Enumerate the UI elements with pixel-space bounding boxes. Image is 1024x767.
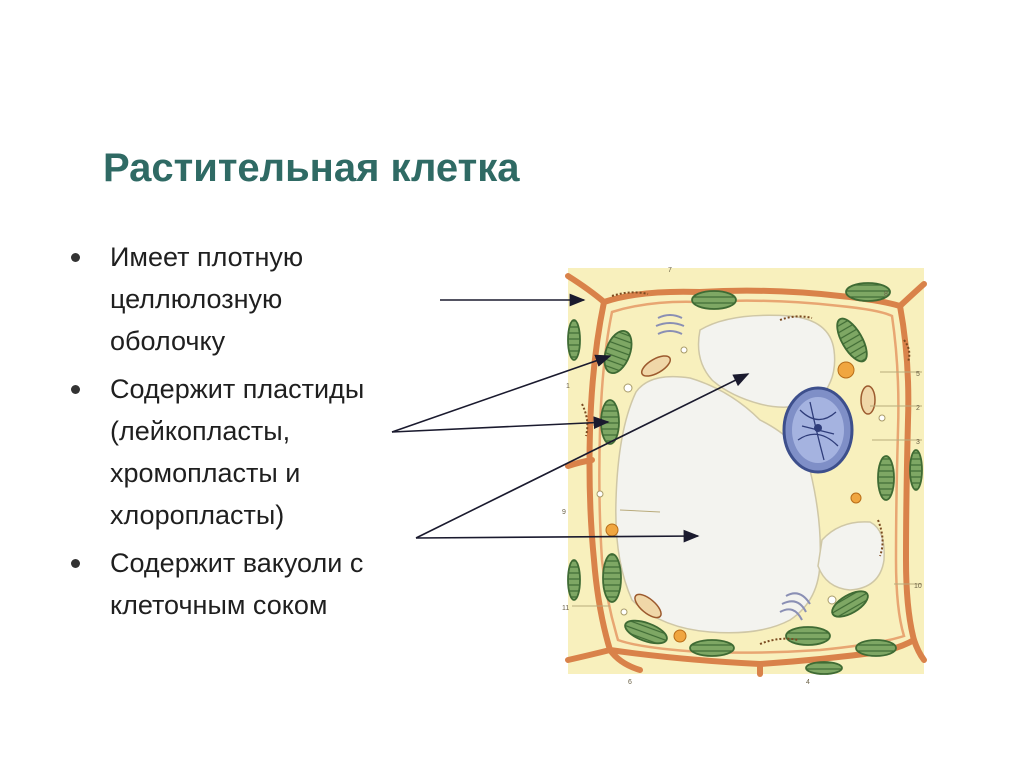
- bullet-text-line: Содержит пластиды: [110, 374, 365, 404]
- arrow-vacuole-central: [415, 529, 700, 543]
- arrow-vacuole-upper: [415, 373, 750, 539]
- callout-leaders: [572, 371, 922, 607]
- bullet-text-line: целлюлозную: [110, 284, 283, 314]
- callout-number: 10: [914, 583, 922, 590]
- golgi-apparatus: [655, 314, 811, 621]
- callout-number: 7: [668, 267, 672, 274]
- central-vacuole: [615, 375, 822, 634]
- callout-number: 6: [628, 679, 632, 686]
- bullet-dot-icon: [71, 385, 80, 394]
- bullet-text-line: Содержит вакуоли с: [110, 548, 364, 578]
- bullet-text-line: (лейкопласты,: [110, 416, 291, 446]
- bullet-text-line: хлоропласты): [110, 500, 285, 530]
- bullet-text-line: хромопласты и: [110, 458, 301, 488]
- callout-number: 2: [916, 405, 920, 412]
- small-vacuole: [817, 521, 885, 591]
- nucleus: [782, 386, 854, 474]
- callout-number: 5: [916, 371, 920, 378]
- callout-number: 4: [806, 679, 810, 686]
- arrow-chloroplast-lower: [391, 416, 610, 433]
- chloroplasts: [567, 282, 923, 675]
- inner-cell-wall: [598, 299, 906, 654]
- slide-title: Растительная клетка: [103, 146, 520, 190]
- callout-number: 3: [916, 439, 920, 446]
- bullet-dot-icon: [71, 253, 80, 262]
- callout-number: 1: [566, 383, 570, 390]
- bullet-text-line: клеточным соком: [110, 590, 328, 620]
- callout-number: 8: [884, 291, 888, 298]
- callout-number: 9: [562, 509, 566, 516]
- leucoplasts: [596, 346, 886, 616]
- arrow-chloroplast-upper: [391, 354, 612, 433]
- bullet-vacuoles: Содержит вакуоли с клеточным соком: [68, 542, 448, 626]
- pointer-arrows: [391, 293, 750, 543]
- endoplasmic-reticulum: [581, 291, 911, 645]
- callout-number: 11: [562, 605, 569, 612]
- bullet-list: Имеет плотную целлюлозную оболочку Содер…: [68, 236, 448, 632]
- bullet-plastids: Содержит пластиды (лейкопласты, хромопла…: [68, 368, 448, 536]
- bullet-text-line: оболочку: [110, 326, 226, 356]
- bullet-text-line: Имеет плотную: [110, 242, 304, 272]
- bullet-cell-wall: Имеет плотную целлюлозную оболочку: [68, 236, 448, 362]
- bullet-dot-icon: [71, 559, 80, 568]
- mitochondria: [634, 355, 876, 619]
